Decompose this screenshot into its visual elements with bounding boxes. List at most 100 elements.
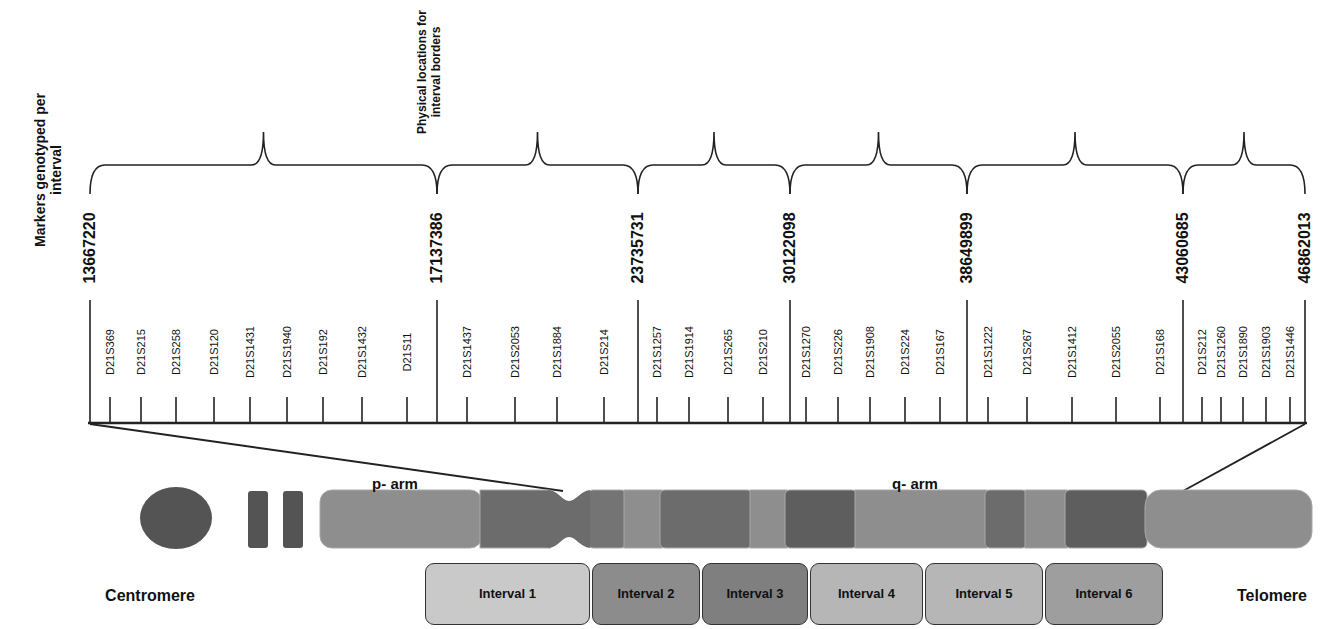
chromosome-band bbox=[624, 490, 662, 548]
marker-name: D21S1940 bbox=[281, 326, 294, 378]
marker-name: D21S1432 bbox=[356, 326, 369, 378]
marker-tick bbox=[656, 397, 658, 423]
label-anchor: 13667220 bbox=[81, 212, 99, 283]
interval-label: Interval 6 bbox=[1075, 587, 1132, 602]
marker-tick bbox=[249, 397, 251, 423]
marker-tick bbox=[556, 397, 558, 423]
marker-name: D21S1431 bbox=[244, 326, 257, 378]
border-line bbox=[1304, 300, 1306, 423]
marker-tick bbox=[286, 397, 288, 423]
marker-name: D21S192 bbox=[317, 329, 330, 375]
border-line bbox=[637, 300, 639, 423]
axis-caption: Markers genotyped per interval bbox=[32, 80, 64, 260]
label-anchor: D21S2053 bbox=[509, 326, 522, 378]
chromosome-band bbox=[320, 490, 482, 548]
label-anchor: D21S11 bbox=[401, 333, 414, 372]
label-anchor: D21S1446 bbox=[1284, 326, 1297, 378]
marker-tick bbox=[109, 397, 111, 423]
marker-tick bbox=[939, 397, 941, 423]
marker-name: D21S214 bbox=[598, 329, 611, 375]
label-anchor: D21S1914 bbox=[683, 326, 696, 378]
brace bbox=[437, 132, 638, 194]
chromosome-band bbox=[480, 490, 550, 548]
chromosome-band bbox=[588, 490, 626, 548]
marker-name: D21S369 bbox=[104, 329, 117, 375]
marker-tick bbox=[514, 397, 516, 423]
interval-box: Interval 6 bbox=[1045, 563, 1163, 625]
centromere-satellite bbox=[140, 487, 212, 549]
marker-tick bbox=[1220, 397, 1222, 423]
axis-line bbox=[88, 422, 1307, 424]
label-anchor: D21S224 bbox=[899, 329, 912, 375]
marker-name: D21S1446 bbox=[1284, 326, 1297, 378]
label-anchor: D21S192 bbox=[317, 329, 330, 375]
marker-name: D21S1437 bbox=[461, 326, 474, 378]
interval-label: Interval 3 bbox=[726, 587, 783, 602]
label-anchor: D21S1432 bbox=[356, 326, 369, 378]
stalk-band bbox=[283, 491, 303, 548]
label-anchor: D21S167 bbox=[934, 329, 947, 375]
label-anchor: D21S120 bbox=[208, 329, 221, 375]
label-anchor: D21S1431 bbox=[244, 326, 257, 378]
label-anchor: D21S226 bbox=[832, 329, 845, 375]
marker-tick bbox=[987, 397, 989, 423]
marker-name: D21S168 bbox=[1154, 329, 1167, 375]
label-anchor: 46862013 bbox=[1296, 212, 1314, 283]
zoom-line bbox=[1183, 424, 1305, 491]
border-line bbox=[436, 300, 438, 423]
label-anchor: D21S1884 bbox=[551, 326, 564, 378]
label-anchor: 43060685 bbox=[1174, 212, 1192, 283]
marker-tick bbox=[837, 397, 839, 423]
marker-name: D21S1270 bbox=[800, 326, 813, 378]
label-anchor: D21S168 bbox=[1154, 329, 1167, 375]
marker-name: D21S265 bbox=[722, 329, 735, 375]
marker-name: D21S212 bbox=[1196, 329, 1209, 375]
interval-box: Interval 4 bbox=[810, 563, 923, 625]
label-anchor: D21S215 bbox=[135, 329, 148, 375]
marker-name: D21S11 bbox=[401, 333, 414, 372]
label-anchor: 17137386 bbox=[428, 212, 446, 283]
marker-name: D21S1884 bbox=[551, 326, 564, 378]
border-position: 23735731 bbox=[629, 212, 647, 283]
border-position: 38649899 bbox=[958, 212, 976, 283]
marker-tick bbox=[1026, 397, 1028, 423]
label-anchor: D21S212 bbox=[1196, 329, 1209, 375]
chromosome-band bbox=[985, 490, 1027, 548]
interval-label: Interval 2 bbox=[617, 587, 674, 602]
label-anchor: D21S258 bbox=[170, 329, 183, 375]
marker-tick bbox=[1242, 397, 1244, 423]
marker-tick bbox=[727, 397, 729, 423]
interval-label: Interval 4 bbox=[838, 587, 895, 602]
marker-tick bbox=[213, 397, 215, 423]
marker-name: D21S1908 bbox=[864, 326, 877, 378]
chromosome-band bbox=[750, 490, 787, 548]
marker-tick bbox=[1201, 397, 1203, 423]
marker-tick bbox=[1159, 397, 1161, 423]
zoom-line bbox=[90, 424, 563, 491]
brace bbox=[790, 132, 967, 194]
marker-name: D21S1260 bbox=[1215, 326, 1228, 378]
label-anchor: Markers genotyped per interval bbox=[32, 80, 64, 260]
marker-tick bbox=[175, 397, 177, 423]
stalk-band bbox=[248, 491, 268, 548]
chromosome-band bbox=[855, 490, 987, 548]
brace bbox=[90, 132, 437, 194]
label-anchor: Telomere bbox=[1237, 587, 1307, 605]
interval-box: Interval 3 bbox=[702, 563, 808, 625]
brace bbox=[638, 132, 790, 194]
marker-tick bbox=[406, 397, 408, 423]
marker-name: D21S1412 bbox=[1066, 326, 1079, 378]
marker-tick bbox=[805, 397, 807, 423]
marker-tick bbox=[1115, 397, 1117, 423]
interval-box: Interval 5 bbox=[925, 563, 1043, 625]
label-anchor: D21S1260 bbox=[1215, 326, 1228, 378]
marker-name: D21S226 bbox=[832, 329, 845, 375]
marker-name: D21S267 bbox=[1021, 329, 1034, 375]
marker-name: D21S1914 bbox=[683, 326, 696, 378]
marker-name: D21S167 bbox=[934, 329, 947, 375]
chromosome bbox=[140, 487, 1312, 549]
border-position: 17137386 bbox=[428, 212, 446, 283]
marker-tick bbox=[322, 397, 324, 423]
